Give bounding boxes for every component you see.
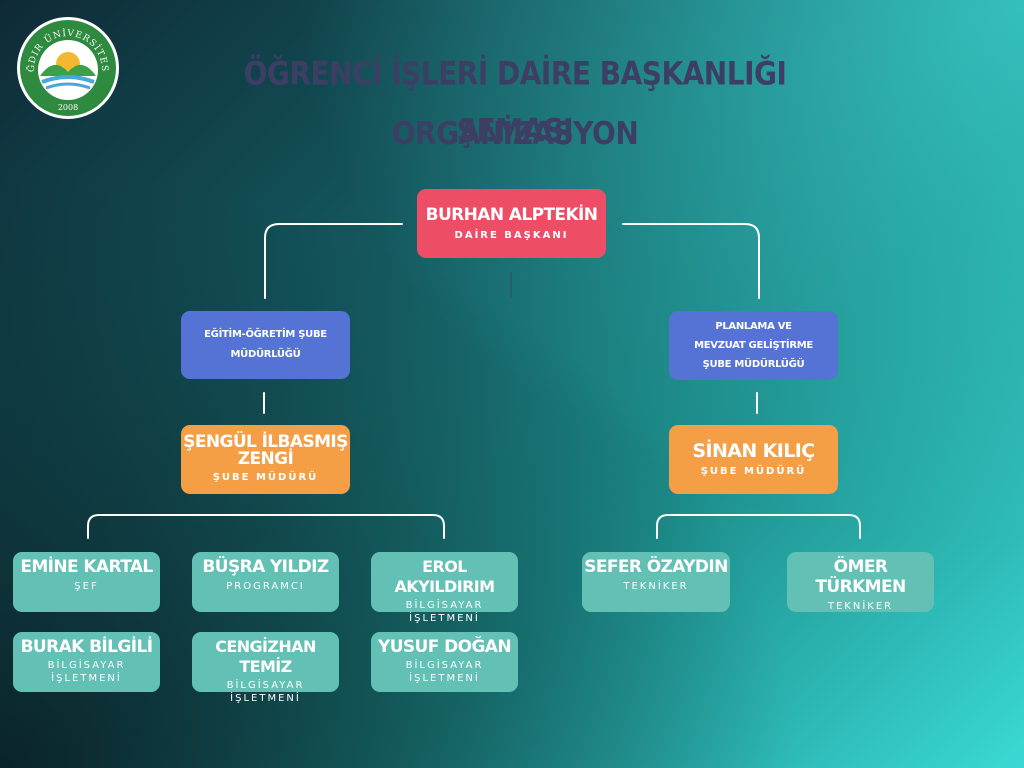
staff-name: ÖMER TÜRKMEN [815,557,906,597]
staff-card: SEFER ÖZAYDIN TEKNİKER [582,552,730,612]
page-title-line-1: ÖĞRENCİ İŞLERİ DAİRE BAŞKANLIĞI ORGANİZA… [243,54,787,153]
staff-name: BÜŞRA YILDIZ [202,557,329,577]
staff-card: YUSUF DOĞAN BİLGİSAYAR İŞLETMENİ [371,632,518,692]
hill-icon [40,64,96,76]
logo-year: 2008 [58,103,78,112]
staff-name: YUSUF DOĞAN [378,637,512,657]
staff-role: TEKNİKER [623,581,689,592]
connector-head-right [622,223,760,299]
staff-name: CENGİZHAN TEMİZ [215,637,316,676]
staff-role-2: İŞLETMENİ [409,613,480,624]
staff-name: SEFER ÖZAYDIN [584,557,728,577]
staff-role: ŞEF [74,581,99,592]
manager-right-name: SİNAN KILIÇ [692,439,815,462]
staff-role-2: İŞLETMENİ [51,673,122,684]
unit-box-left: EĞİTİM-ÖĞRETİM ŞUBE MÜDÜRLÜĞÜ [181,311,350,379]
unit-left-label: EĞİTİM-ÖĞRETİM ŞUBE MÜDÜRLÜĞÜ [204,329,327,360]
staff-role: BİLGİSAYAR [405,660,484,671]
manager-left-name-1: ŞENGÜL İLBASMIŞ [183,432,348,452]
unit-right-label: PLANLAMA VE MEVZUAT GELİŞTİRME ŞUBE MÜDÜ… [694,321,813,370]
manager-right-role: ŞUBE MÜDÜRÜ [700,465,807,477]
staff-name: BURAK BİLGİLİ [20,637,153,657]
staff-name: EMİNE KARTAL [20,557,153,577]
page-title-line-2: ŞEMASI [456,111,574,150]
university-logo: IĞDIR ÜNİVERSİTESİ 2008 [17,17,119,119]
staff-role: BİLGİSAYAR [47,660,126,671]
head-name: BURHAN ALPTEKİN [425,204,598,225]
connector-right-staff [656,514,861,539]
staff-card: ÖMER TÜRKMEN TEKNİKER [787,552,934,612]
staff-role-2: İŞLETMENİ [409,673,480,684]
staff-role: BİLGİSAYAR [226,680,305,691]
staff-role: PROGRAMCI [226,581,305,592]
head-box: BURHAN ALPTEKİN DAİRE BAŞKANI [417,189,606,258]
staff-card: EMİNE KARTAL ŞEF [13,552,160,612]
staff-card: BÜŞRA YILDIZ PROGRAMCI [192,552,339,612]
staff-card: EROL AKYILDIRIM BİLGİSAYAR İŞLETMENİ [371,552,518,624]
staff-role-2: İŞLETMENİ [230,693,301,704]
manager-box-left: ŞENGÜL İLBASMIŞ ZENGİ ŞUBE MÜDÜRÜ [181,425,350,494]
manager-left-name-2: ZENGİ [237,449,294,469]
head-role: DAİRE BAŞKANI [454,229,569,241]
unit-box-right: PLANLAMA VE MEVZUAT GELİŞTİRME ŞUBE MÜDÜ… [669,311,838,380]
manager-box-right: SİNAN KILIÇ ŞUBE MÜDÜRÜ [669,425,838,494]
connector-head-left [264,223,403,299]
staff-name: EROL AKYILDIRIM [394,557,496,596]
staff-card: BURAK BİLGİLİ BİLGİSAYAR İŞLETMENİ [13,632,160,692]
staff-role: TEKNİKER [827,601,894,612]
connector-left-staff [87,514,445,539]
staff-card: CENGİZHAN TEMİZ BİLGİSAYAR İŞLETMENİ [192,632,339,704]
staff-role: BİLGİSAYAR [405,600,484,611]
manager-left-role: ŞUBE MÜDÜRÜ [212,472,319,483]
